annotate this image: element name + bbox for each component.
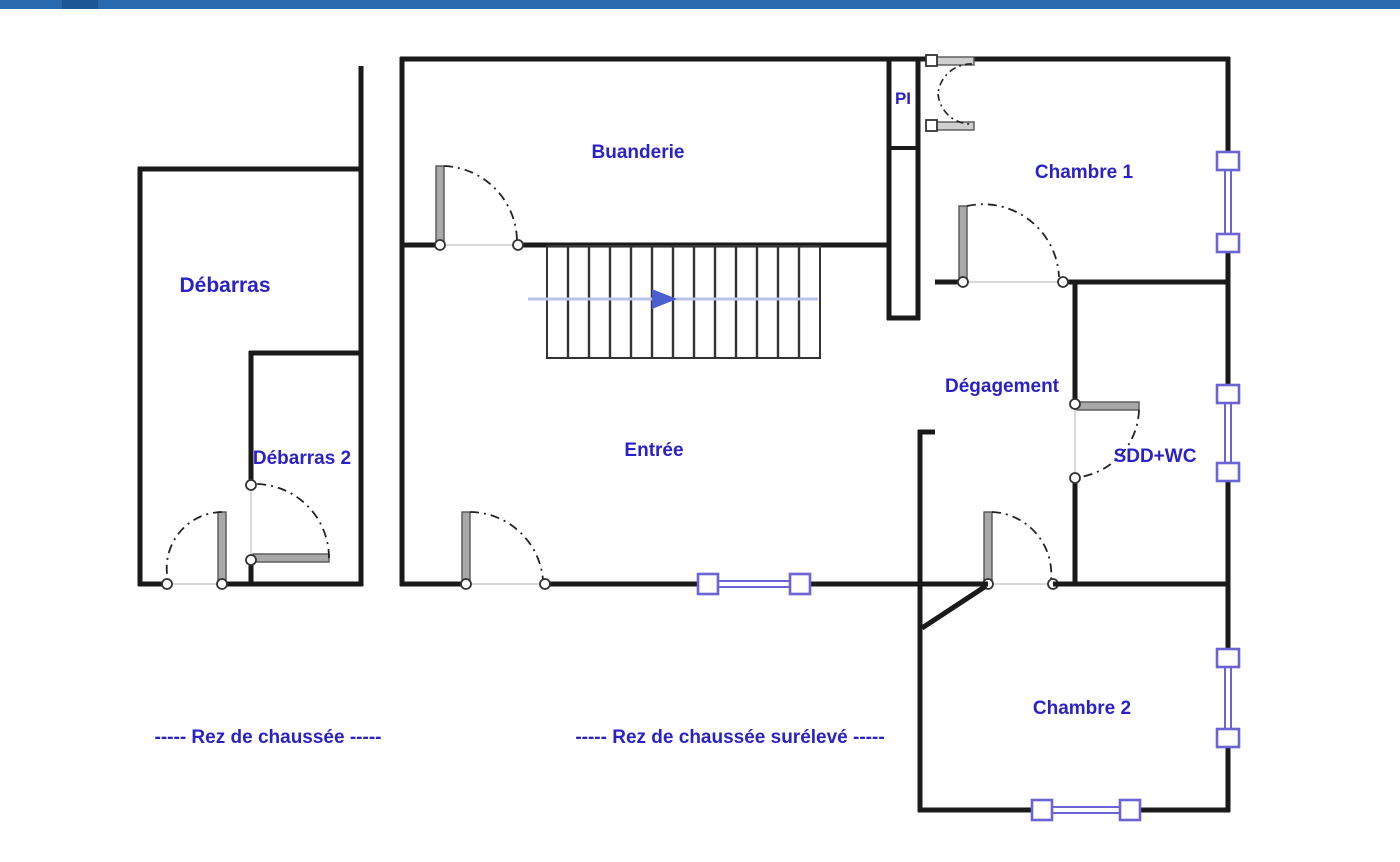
top-accent-bar-segment (62, 0, 98, 9)
room-label-entree: Entrée (624, 440, 683, 461)
chambre1-degagement-wall (935, 279, 1230, 587)
door-degagement (982, 511, 1059, 590)
window-chambre1-right (1215, 150, 1241, 254)
door-pi-double (925, 54, 975, 132)
room-label-buanderie: Buanderie (592, 142, 685, 163)
room-label-pi: PI (895, 89, 911, 108)
staircase (528, 245, 821, 359)
door-sdd-wc (1069, 398, 1140, 484)
top-accent-bar (0, 0, 1400, 9)
door-buanderie (434, 165, 524, 251)
room-label-debarras: Débarras (179, 274, 270, 297)
room-label-degagement: Dégagement (945, 376, 1060, 397)
window-entree-bottom (696, 572, 812, 596)
room-label-sdd-wc: SDD+WC (1114, 446, 1197, 467)
chamfer-line (920, 583, 988, 631)
pi-closet-walls (886, 57, 921, 321)
window-chambre2-right (1215, 647, 1241, 749)
room-label-chambre2: Chambre 2 (1033, 698, 1131, 719)
door-entree (460, 511, 551, 590)
door-chambre1 (957, 203, 1069, 288)
stair-direction-arrow (652, 289, 677, 309)
chambre2-walls (917, 429, 1230, 813)
caption-rez-de-chaussee-sureleve: ----- Rez de chaussée surélevé ----- (575, 727, 884, 748)
room-label-debarras2: Débarras 2 (253, 448, 351, 469)
debarras-walls (137, 66, 364, 587)
door-debarras2 (245, 479, 330, 566)
room-label-chambre1: Chambre 1 (1035, 162, 1134, 183)
door-debarras (161, 511, 228, 590)
window-degagement-right (1215, 383, 1241, 483)
caption-rez-de-chaussee: ----- Rez de chaussée ----- (155, 727, 382, 748)
window-chambre2-bottom (1030, 798, 1142, 822)
